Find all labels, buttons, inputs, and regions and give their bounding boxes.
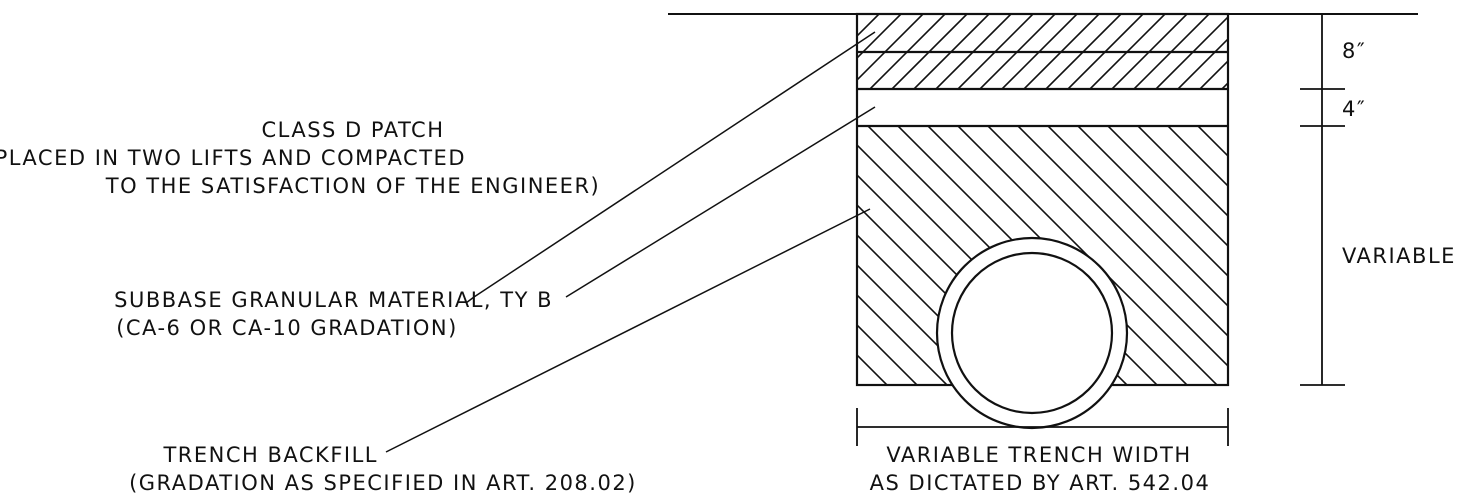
class-d-patch-line2: (PLACED IN TWO LIFTS AND COMPACTED bbox=[0, 146, 466, 170]
dim-8in-label: 8″ bbox=[1342, 39, 1366, 63]
pipe-inner-wall bbox=[950, 251, 1114, 415]
trench-width-line1: VARIABLE TRENCH WIDTH bbox=[886, 443, 1191, 467]
hatch-line bbox=[857, 126, 858, 386]
depth-dimension bbox=[1300, 13, 1345, 386]
trench-backfill-line1: TRENCH BACKFILL bbox=[162, 443, 378, 467]
class-d-patch-line1: CLASS D PATCH bbox=[262, 118, 445, 142]
subbase-line2: (CA-6 OR CA-10 GRADATION) bbox=[116, 316, 458, 340]
hatch-line bbox=[1167, 126, 1228, 386]
pipe bbox=[935, 236, 1129, 430]
hatch-line bbox=[1199, 59, 1228, 89]
trench-width-label: VARIABLE TRENCH WIDTH AS DICTATED BY ART… bbox=[870, 443, 1211, 495]
trench-backfill-line2: (GRADATION AS SPECIFIED IN ART. 208.02) bbox=[129, 471, 637, 495]
leader-trench-backfill bbox=[385, 208, 871, 453]
subbase-label: SUBBASE GRANULAR MATERIAL, TY B (CA-6 OR… bbox=[114, 288, 553, 340]
leader-class-d-patch bbox=[473, 31, 876, 298]
hatch-line bbox=[857, 126, 918, 386]
hatch-line bbox=[1221, 81, 1228, 89]
hatch-line bbox=[1017, 126, 1228, 386]
hatch-line bbox=[857, 14, 880, 38]
hatch-line bbox=[1266, 14, 1341, 89]
class-d-patch-label: CLASS D PATCH (PLACED IN TWO LIFTS AND C… bbox=[0, 118, 600, 198]
hatch-line bbox=[857, 126, 978, 386]
hatch-line bbox=[857, 126, 948, 386]
hatch-line bbox=[1244, 14, 1319, 89]
trench-backfill-label: TRENCH BACKFILL (GRADATION AS SPECIFIED … bbox=[129, 443, 637, 495]
leader-lines bbox=[385, 31, 876, 453]
class-d-patch-line3: TO THE SATISFACTION OF THE ENGINEER) bbox=[105, 174, 600, 198]
subbase-line1: SUBBASE GRANULAR MATERIAL, TY B bbox=[114, 288, 553, 312]
hatch-line bbox=[857, 126, 888, 386]
leader-subbase bbox=[565, 106, 876, 298]
hatch-line bbox=[987, 126, 1228, 386]
hatch-line bbox=[1077, 126, 1228, 386]
dim-variable-label: VARIABLE bbox=[1342, 244, 1456, 268]
trench-width-line2: AS DICTATED BY ART. 542.04 bbox=[870, 471, 1211, 495]
hatch-line bbox=[1047, 126, 1228, 386]
leader-class-d-patch-tail bbox=[465, 296, 475, 304]
dim-4in-label: 4″ bbox=[1342, 97, 1366, 121]
hatch-line bbox=[1107, 126, 1228, 386]
width-dimension bbox=[856, 408, 1229, 446]
hatch-line bbox=[1137, 126, 1228, 386]
